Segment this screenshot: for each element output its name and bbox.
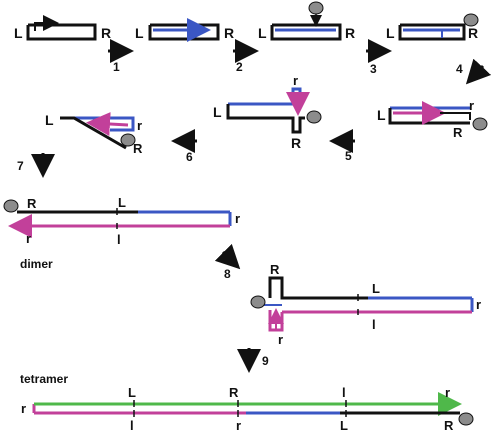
label-L: L <box>45 112 54 128</box>
label-l: l <box>342 385 346 400</box>
label-r: r <box>21 401 26 416</box>
start-arrow <box>34 15 59 31</box>
label-L: L <box>377 107 386 123</box>
label-R: R <box>468 25 478 41</box>
step-number-4: 4 <box>456 62 463 76</box>
stage-6-rotated: L r R <box>45 112 143 156</box>
label-L: L <box>135 25 144 41</box>
label-L: L <box>386 25 395 41</box>
label-R: R <box>133 141 143 156</box>
step-number-5: 5 <box>345 149 352 163</box>
step-number-6: 6 <box>186 150 193 164</box>
label-L: L <box>340 418 348 433</box>
label-r: r <box>235 211 240 226</box>
label-R: R <box>27 196 37 211</box>
step-arrow-3: 3 <box>366 39 392 76</box>
tetramer-label: tetramer <box>20 372 68 386</box>
protein-icon <box>463 13 479 27</box>
label-r: r <box>137 118 142 133</box>
label-L: L <box>118 195 126 210</box>
stage-3-hairpin: L R <box>258 1 355 41</box>
stage-2-hairpin: L R <box>135 18 234 42</box>
protein-icon <box>472 117 488 131</box>
label-L: L <box>258 25 267 41</box>
label-R: R <box>101 25 111 41</box>
stage-4-hairpin: L R <box>386 13 479 41</box>
label-R: R <box>291 135 301 151</box>
stage-1-hairpin: L R <box>14 15 111 41</box>
label-R: R <box>453 125 463 140</box>
label-L: L <box>128 385 136 400</box>
label-R: R <box>224 25 234 41</box>
label-r: r <box>278 332 283 347</box>
label-r: r <box>476 297 481 312</box>
label-l: l <box>117 232 121 247</box>
protein-icon <box>308 1 324 15</box>
label-r: r <box>293 73 298 88</box>
protein-icon <box>458 412 474 426</box>
protein-icon <box>250 295 266 309</box>
label-r: r <box>26 231 31 246</box>
step-number-8: 8 <box>224 267 231 281</box>
step-number-9: 9 <box>262 354 269 368</box>
label-l: l <box>130 418 134 433</box>
label-r: r <box>236 418 241 433</box>
stage-cruciform: L r R <box>213 73 322 151</box>
step-arrow-4: 4 <box>456 58 492 85</box>
protein-icon <box>306 110 322 124</box>
dimer-cruciform: R L r r l <box>250 262 481 347</box>
step-arrow-1: 1 <box>108 39 134 74</box>
label-r: r <box>445 385 450 400</box>
step-arrow-5: 5 <box>329 129 355 163</box>
step-number-3: 3 <box>370 62 377 76</box>
step-number-7: 7 <box>17 159 24 173</box>
label-l: l <box>372 317 376 332</box>
protein-icon <box>3 199 19 213</box>
step-arrow-7: 7 <box>17 153 55 178</box>
label-R: R <box>270 262 280 277</box>
dimer-label: dimer <box>20 257 53 271</box>
step-number-1: 1 <box>113 60 120 74</box>
protein-icon <box>120 133 136 147</box>
label-L: L <box>14 25 23 41</box>
label-R: R <box>444 418 454 433</box>
stage-5-extended: L r R <box>377 98 488 140</box>
label-R: R <box>229 385 239 400</box>
step-arrow-6: 6 <box>171 129 197 164</box>
label-R: R <box>345 25 355 41</box>
step-arrow-9: 9 <box>237 348 269 373</box>
label-L: L <box>372 281 380 296</box>
label-r: r <box>469 98 474 113</box>
dimer-molecule: R L r r l dimer <box>3 195 240 271</box>
step-number-2: 2 <box>236 60 243 74</box>
step-arrow-2: 2 <box>233 39 259 74</box>
label-L: L <box>213 104 222 120</box>
step-arrow-8: 8 <box>214 243 241 281</box>
tetramer-molecule: tetramer r L R l r l r L R <box>20 372 474 433</box>
